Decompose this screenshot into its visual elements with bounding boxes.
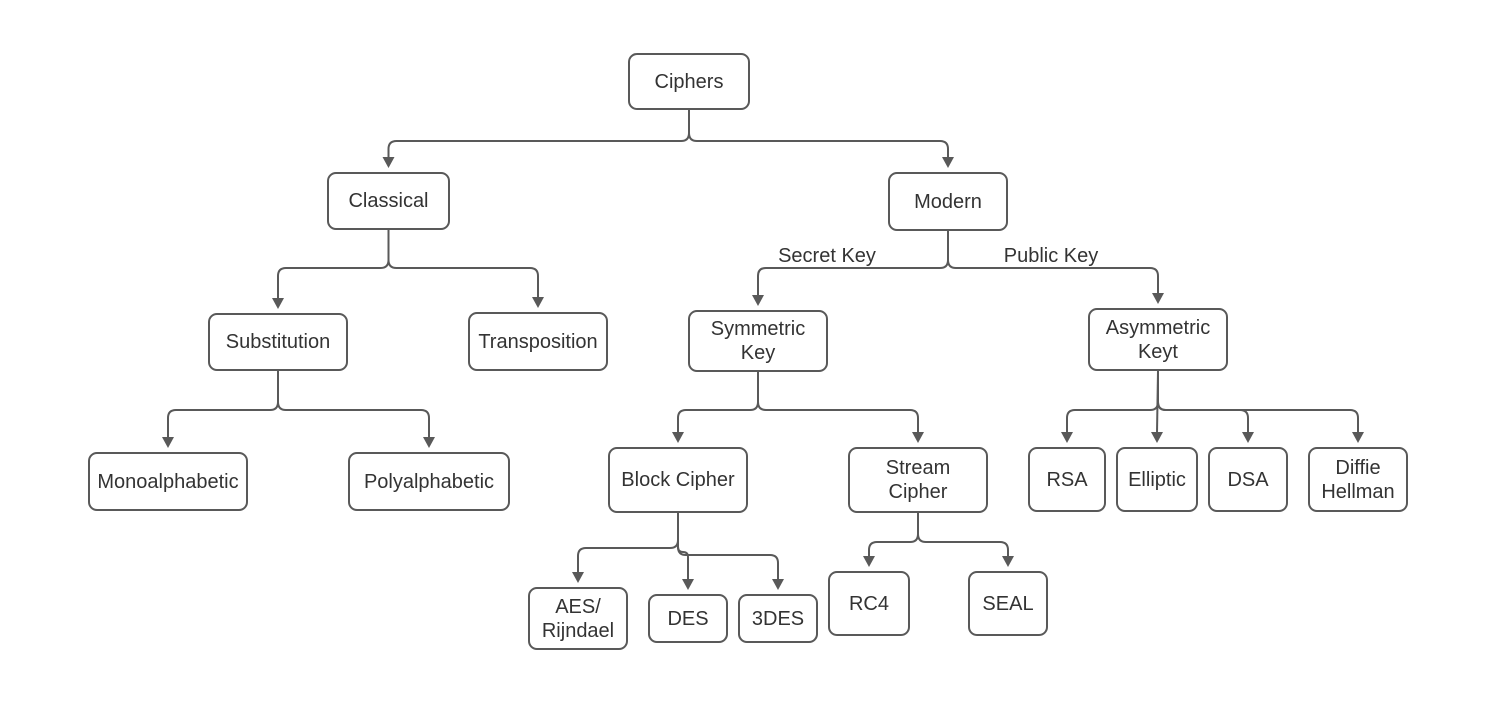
node-aes-rijndael: AES/ Rijndael xyxy=(528,587,628,650)
connector-line xyxy=(947,231,1159,294)
connector-line xyxy=(1157,371,1249,433)
arrowhead-icon xyxy=(942,157,954,168)
edge-stream-cipher-to-rc4 xyxy=(863,513,919,567)
arrowhead-icon xyxy=(772,579,784,590)
node-classical: Classical xyxy=(327,172,450,230)
edge-stream-cipher-to-seal xyxy=(917,513,1014,567)
node-monoalphabetic: Monoalphabetic xyxy=(88,452,248,511)
edge-asymmetric-key-to-dsa xyxy=(1157,371,1254,443)
arrowhead-icon xyxy=(532,297,544,308)
connector-line xyxy=(387,110,690,158)
arrowhead-icon xyxy=(863,556,875,567)
arrowhead-icon xyxy=(1352,432,1364,443)
node-ciphers: Ciphers xyxy=(628,53,750,110)
edge-label-public-key: Public Key xyxy=(1000,245,1102,267)
node-elliptic: Elliptic xyxy=(1116,447,1198,512)
arrowhead-icon xyxy=(752,295,764,306)
arrowhead-icon xyxy=(672,432,684,443)
connector-line xyxy=(677,372,759,433)
connector-line xyxy=(277,230,390,299)
connector-line xyxy=(577,513,679,573)
edge-classical-to-transposition xyxy=(387,230,544,308)
node-asymmetric-key: Asymmetric Keyt xyxy=(1088,308,1228,371)
edge-block-cipher-to-des xyxy=(677,513,694,590)
arrowhead-icon xyxy=(423,437,435,448)
arrowhead-icon xyxy=(1242,432,1254,443)
node-diffie-hellman: Diffie Hellman xyxy=(1308,447,1408,512)
node-modern: Modern xyxy=(888,172,1008,231)
node-polyalphabetic: Polyalphabetic xyxy=(348,452,510,511)
node-dsa: DSA xyxy=(1208,447,1288,512)
node-rsa: RSA xyxy=(1028,447,1106,512)
edge-modern-to-asymmetric-key xyxy=(947,231,1164,304)
node-rc4: RC4 xyxy=(828,571,910,636)
connector-line xyxy=(677,513,689,580)
arrowhead-icon xyxy=(1061,432,1073,443)
connector-line xyxy=(387,230,539,298)
connector-line xyxy=(277,371,430,438)
connector-line xyxy=(917,513,1009,557)
arrowhead-icon xyxy=(162,437,174,448)
connector-line xyxy=(677,513,779,580)
edge-classical-to-substitution xyxy=(272,230,390,309)
edge-asymmetric-key-to-diffie-hellman xyxy=(1157,371,1364,443)
arrowhead-icon xyxy=(1151,432,1163,443)
arrowhead-icon xyxy=(1152,293,1164,304)
arrowhead-icon xyxy=(912,432,924,443)
node-seal: SEAL xyxy=(968,571,1048,636)
edge-ciphers-to-classical xyxy=(382,110,690,168)
edge-symmetric-key-to-block-cipher xyxy=(672,372,759,443)
connector-line xyxy=(868,513,919,557)
arrowhead-icon xyxy=(382,157,395,168)
connector-line xyxy=(1066,371,1159,433)
edge-substitution-to-monoalphabetic xyxy=(162,371,279,448)
connector-line xyxy=(757,372,919,433)
arrowhead-icon xyxy=(1002,556,1014,567)
arrowhead-icon xyxy=(572,572,584,583)
edge-block-cipher-to-aes-rijndael xyxy=(572,513,679,583)
edge-substitution-to-polyalphabetic xyxy=(277,371,435,448)
edge-modern-to-symmetric-key xyxy=(752,231,949,306)
arrowhead-icon xyxy=(682,579,694,590)
node-block-cipher: Block Cipher xyxy=(608,447,748,513)
node-symmetric-key: Symmetric Key xyxy=(688,310,828,372)
edge-ciphers-to-modern xyxy=(688,110,954,168)
arrowhead-icon xyxy=(272,298,284,309)
edge-block-cipher-to-3des xyxy=(677,513,784,590)
node-des: DES xyxy=(648,594,728,643)
edge-label-secret-key: Secret Key xyxy=(775,245,879,267)
node-stream-cipher: Stream Cipher xyxy=(848,447,988,513)
node-substitution: Substitution xyxy=(208,313,348,371)
node-3des: 3DES xyxy=(738,594,818,643)
node-transposition: Transposition xyxy=(468,312,608,371)
edge-asymmetric-key-to-rsa xyxy=(1061,371,1159,443)
connector-line xyxy=(167,371,279,438)
edge-symmetric-key-to-stream-cipher xyxy=(757,372,924,443)
connector-line xyxy=(1157,371,1359,433)
connector-line xyxy=(688,110,949,158)
